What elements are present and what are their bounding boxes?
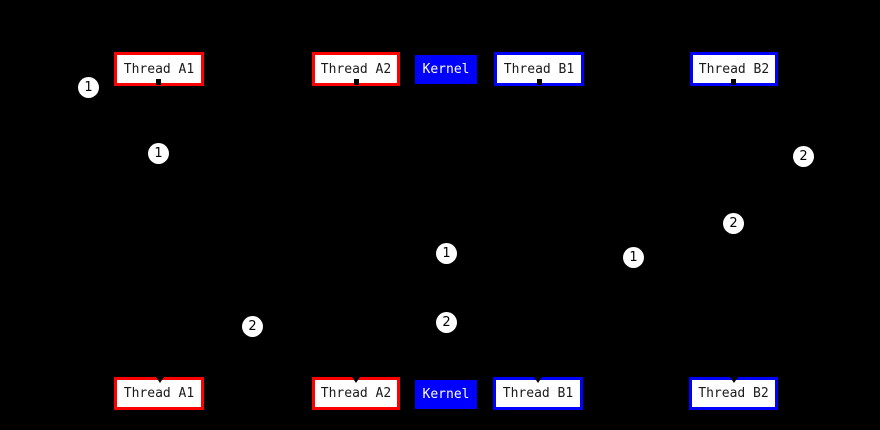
node-label: Thread B1 — [502, 386, 574, 401]
edge-label-circle: 2 — [436, 312, 457, 333]
edge-label-number: 2 — [442, 315, 451, 330]
edge-stub — [537, 79, 542, 85]
edge-label-number: 2 — [799, 149, 808, 164]
edge-arrowhead-notch — [730, 377, 738, 383]
edge-label-circle: 1 — [623, 247, 644, 268]
edge-label-number: 1 — [84, 80, 93, 95]
node-kernel-top: Kernel — [415, 55, 477, 84]
node-label: Thread B2 — [698, 386, 769, 401]
node-label: Kernel — [422, 62, 470, 77]
edge-stub — [354, 79, 359, 85]
edge-label-number: 1 — [442, 246, 451, 261]
edge-label-number: 1 — [629, 250, 638, 265]
edge-arrowhead-notch — [156, 377, 164, 383]
node-label: Thread A2 — [320, 61, 392, 77]
edge-label-circle: 1 — [148, 143, 169, 164]
node-label: Thread A2 — [320, 386, 392, 401]
node-label: Kernel — [422, 387, 470, 402]
node-label: Thread A1 — [123, 61, 195, 77]
edge-arrowhead-notch — [534, 377, 542, 383]
edge-label-circle: 1 — [436, 243, 457, 264]
node-label: Thread B2 — [698, 61, 770, 77]
edge-stub — [156, 79, 161, 85]
edge-label-number: 1 — [154, 146, 163, 161]
edge-label-circle: 2 — [793, 146, 814, 167]
edge-label-circle: 2 — [723, 213, 744, 234]
edge-stub — [731, 79, 736, 85]
edge-label-circle: 2 — [242, 316, 263, 337]
edge-label-number: 2 — [729, 216, 738, 231]
node-kernel-bottom: Kernel — [415, 380, 477, 409]
edge-label-circle: 1 — [78, 77, 99, 98]
node-label: Thread B1 — [503, 61, 575, 77]
edge-arrowhead-notch — [352, 377, 360, 383]
node-label: Thread A1 — [123, 386, 195, 401]
edge-label-number: 2 — [248, 319, 257, 334]
